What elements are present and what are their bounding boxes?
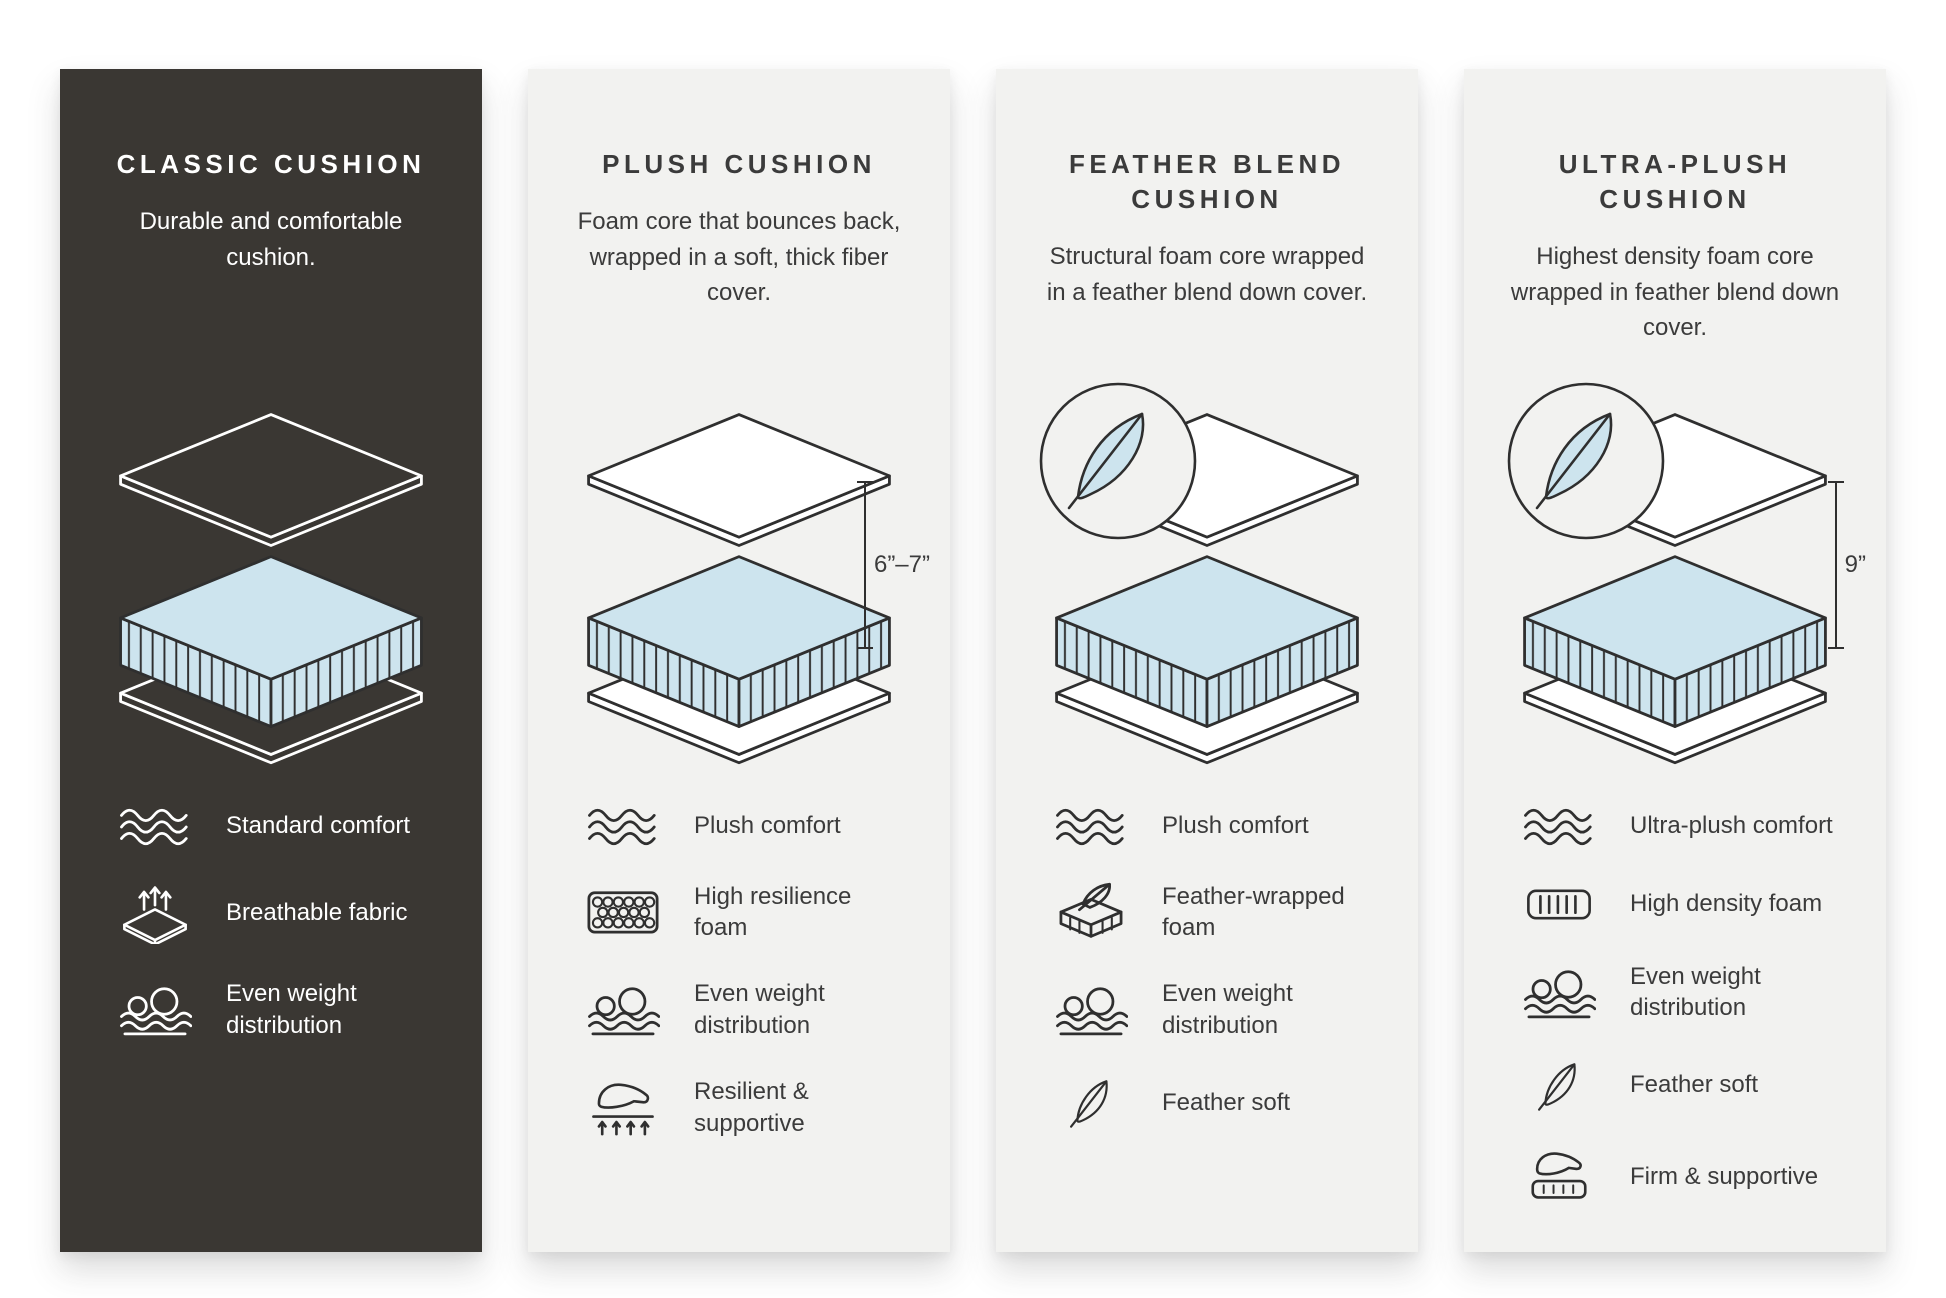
panel-classic-cushion: CLASSIC CUSHION Durable and comfortable … xyxy=(60,69,482,1252)
resilience-foam-icon xyxy=(587,891,659,934)
feature-row: Breathable fabric xyxy=(112,881,466,945)
feature-label: Plush comfort xyxy=(1162,811,1309,839)
density-foam-icon xyxy=(1527,889,1591,920)
feature-label: Resilient & supportive xyxy=(694,1078,809,1138)
feature-row: Feather-wrapped foam xyxy=(1048,881,1402,944)
feature-label: Ultra-plush comfort xyxy=(1630,811,1833,839)
feather-badge xyxy=(1039,382,1197,540)
weight-distribution-icon xyxy=(1056,987,1128,1036)
feature-row: Even weight distribution xyxy=(1048,978,1402,1041)
comfort-waves-icon xyxy=(588,808,656,846)
feature-row: Even weight distribution xyxy=(1516,961,1870,1024)
comfort-waves-icon xyxy=(120,808,188,846)
feature-row: Even weight distribution xyxy=(112,978,466,1041)
feature-label: High resilience foam xyxy=(694,882,852,942)
cushion-comparison-board: CLASSIC CUSHION Durable and comfortable … xyxy=(60,69,1886,1252)
panel-header: CLASSIC CUSHION Durable and comfortable … xyxy=(76,147,466,387)
height-measurement: 6”–7” xyxy=(856,481,930,649)
feature-row: Plush comfort xyxy=(1048,805,1402,847)
feature-list: Plush comfort High resilience foam Even … xyxy=(544,805,934,1141)
panel-header: FEATHER BLEND CUSHION Structural foam co… xyxy=(1012,147,1402,387)
panel-plush-cushion: PLUSH CUSHION Foam core that bounces bac… xyxy=(528,69,950,1252)
feature-row: Feather soft xyxy=(1516,1058,1870,1112)
feature-row: Feather soft xyxy=(1048,1075,1402,1129)
feature-label: High density foam xyxy=(1630,889,1823,917)
feature-label: Feather soft xyxy=(1630,1071,1759,1099)
feather-soft-icon xyxy=(1537,1063,1576,1111)
measure-line xyxy=(856,481,873,649)
feature-row: Ultra-plush comfort xyxy=(1516,805,1870,847)
measure-label: 9” xyxy=(1844,551,1866,578)
feature-row: Resilient & supportive xyxy=(580,1075,934,1141)
feature-label: Even weight distribution xyxy=(694,979,825,1039)
comfort-waves-icon xyxy=(1056,808,1124,846)
feature-label: Plush comfort xyxy=(694,811,841,839)
feature-row: Standard comfort xyxy=(112,805,466,847)
feature-label: Feather soft xyxy=(1162,1088,1291,1116)
comfort-waves-icon xyxy=(1524,808,1592,846)
feather-badge xyxy=(1507,382,1665,540)
panel-description: Highest density foam core wrapped in fea… xyxy=(1510,243,1840,342)
breathable-fabric-icon xyxy=(123,885,187,945)
cushion-diagram: 9” xyxy=(1480,382,1870,769)
panel-header: ULTRA-PLUSH CUSHION Highest density foam… xyxy=(1480,147,1870,387)
cushion-diagram xyxy=(76,409,466,769)
firm-supportive-icon xyxy=(1531,1152,1587,1199)
measure-label: 6”–7” xyxy=(873,551,930,578)
cushion-diagram xyxy=(1012,382,1402,769)
feather-wrapped-foam-icon xyxy=(1059,883,1123,938)
panel-description: Structural foam core wrapped in a feathe… xyxy=(1046,243,1368,306)
feature-label: Feather-wrapped foam xyxy=(1162,882,1345,942)
panel-feather-blend-cushion: FEATHER BLEND CUSHION Structural foam co… xyxy=(996,69,1418,1252)
resilient-supportive-icon xyxy=(592,1083,654,1136)
feature-label: Even weight distribution xyxy=(226,980,357,1039)
feature-row: High density foam xyxy=(1516,881,1870,927)
cushion-layers-illustration xyxy=(119,413,423,765)
height-measurement: 9” xyxy=(1827,481,1866,649)
feature-row: Plush comfort xyxy=(580,805,934,847)
panel-description: Foam core that bounces back, wrapped in … xyxy=(577,208,901,307)
panel-title: CLASSIC CUSHION xyxy=(116,149,426,179)
feature-list: Ultra-plush comfort High density foam Ev… xyxy=(1480,805,1870,1208)
panel-ultra-plush-cushion: ULTRA-PLUSH CUSHION Highest density foam… xyxy=(1464,69,1886,1252)
feature-label: Firm & supportive xyxy=(1630,1163,1819,1191)
feature-row: Firm & supportive xyxy=(1516,1146,1870,1207)
feather-soft-icon xyxy=(1069,1080,1108,1129)
feature-row: Even weight distribution xyxy=(580,978,934,1041)
weight-distribution-icon xyxy=(1524,970,1596,1018)
panel-title: FEATHER BLEND CUSHION xyxy=(1068,149,1346,215)
feature-list: Standard comfort Breathable fabric Even … xyxy=(76,805,466,1041)
panel-header: PLUSH CUSHION Foam core that bounces bac… xyxy=(544,147,934,387)
feature-label: Standard comfort xyxy=(226,811,411,839)
panel-title: PLUSH CUSHION xyxy=(602,149,876,179)
feature-row: High resilience foam xyxy=(580,881,934,944)
feature-label: Even weight distribution xyxy=(1162,979,1293,1039)
feature-label: Even weight distribution xyxy=(1630,962,1761,1022)
panel-description: Durable and comfortable cushion. xyxy=(139,208,403,271)
cushion-diagram: 6”–7” xyxy=(544,409,934,769)
weight-distribution-icon xyxy=(120,987,192,1036)
panel-title: ULTRA-PLUSH CUSHION xyxy=(1558,149,1792,215)
feature-list: Plush comfort Feather-wrapped foam Even … xyxy=(1012,805,1402,1130)
weight-distribution-icon xyxy=(588,987,660,1036)
feature-label: Breathable fabric xyxy=(226,898,408,926)
measure-line xyxy=(1827,481,1844,649)
